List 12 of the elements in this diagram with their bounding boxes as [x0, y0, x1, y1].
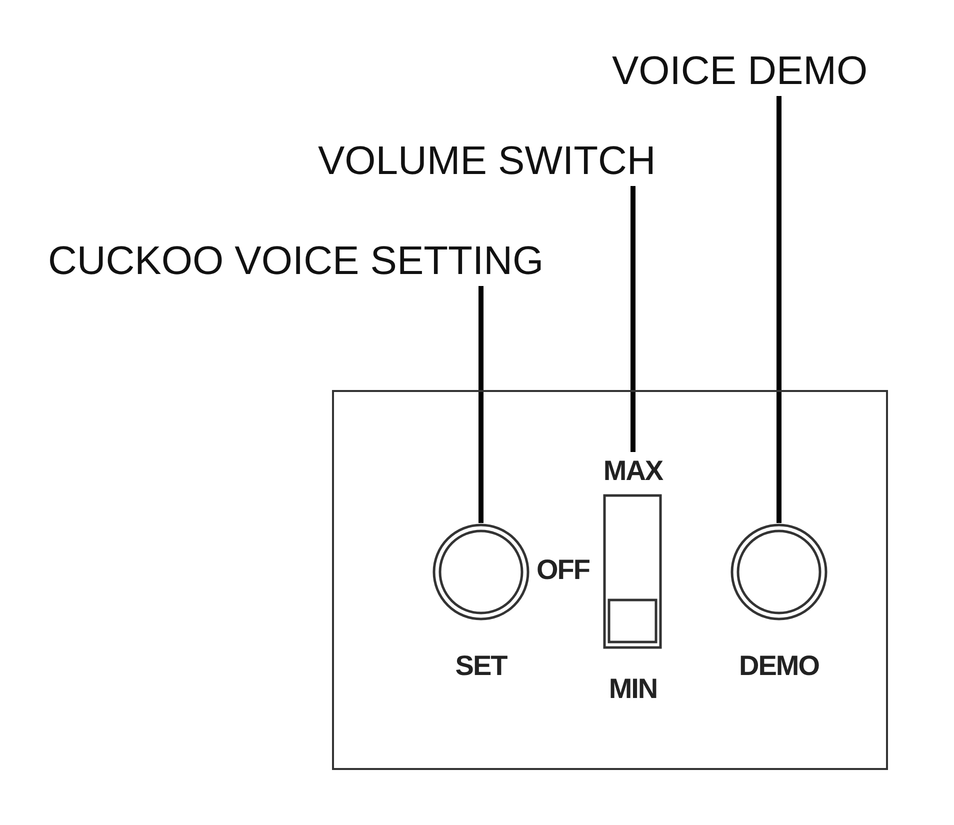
leader-line: [478, 286, 484, 523]
leader-line: [776, 96, 782, 523]
leader-line: [630, 186, 636, 452]
callout-label: VOLUME SWITCH: [318, 138, 758, 184]
callout-label: CUCKOO VOICE SETTING: [48, 238, 648, 284]
switch-label: MAX: [602, 456, 664, 486]
button-label: SET: [454, 651, 508, 681]
button-label: DEMO: [738, 651, 820, 681]
control-panel: [332, 390, 888, 770]
callout-label: VOICE DEMO: [612, 48, 932, 94]
switch-label: OFF: [536, 555, 590, 585]
switch-label: MIN: [608, 674, 658, 704]
